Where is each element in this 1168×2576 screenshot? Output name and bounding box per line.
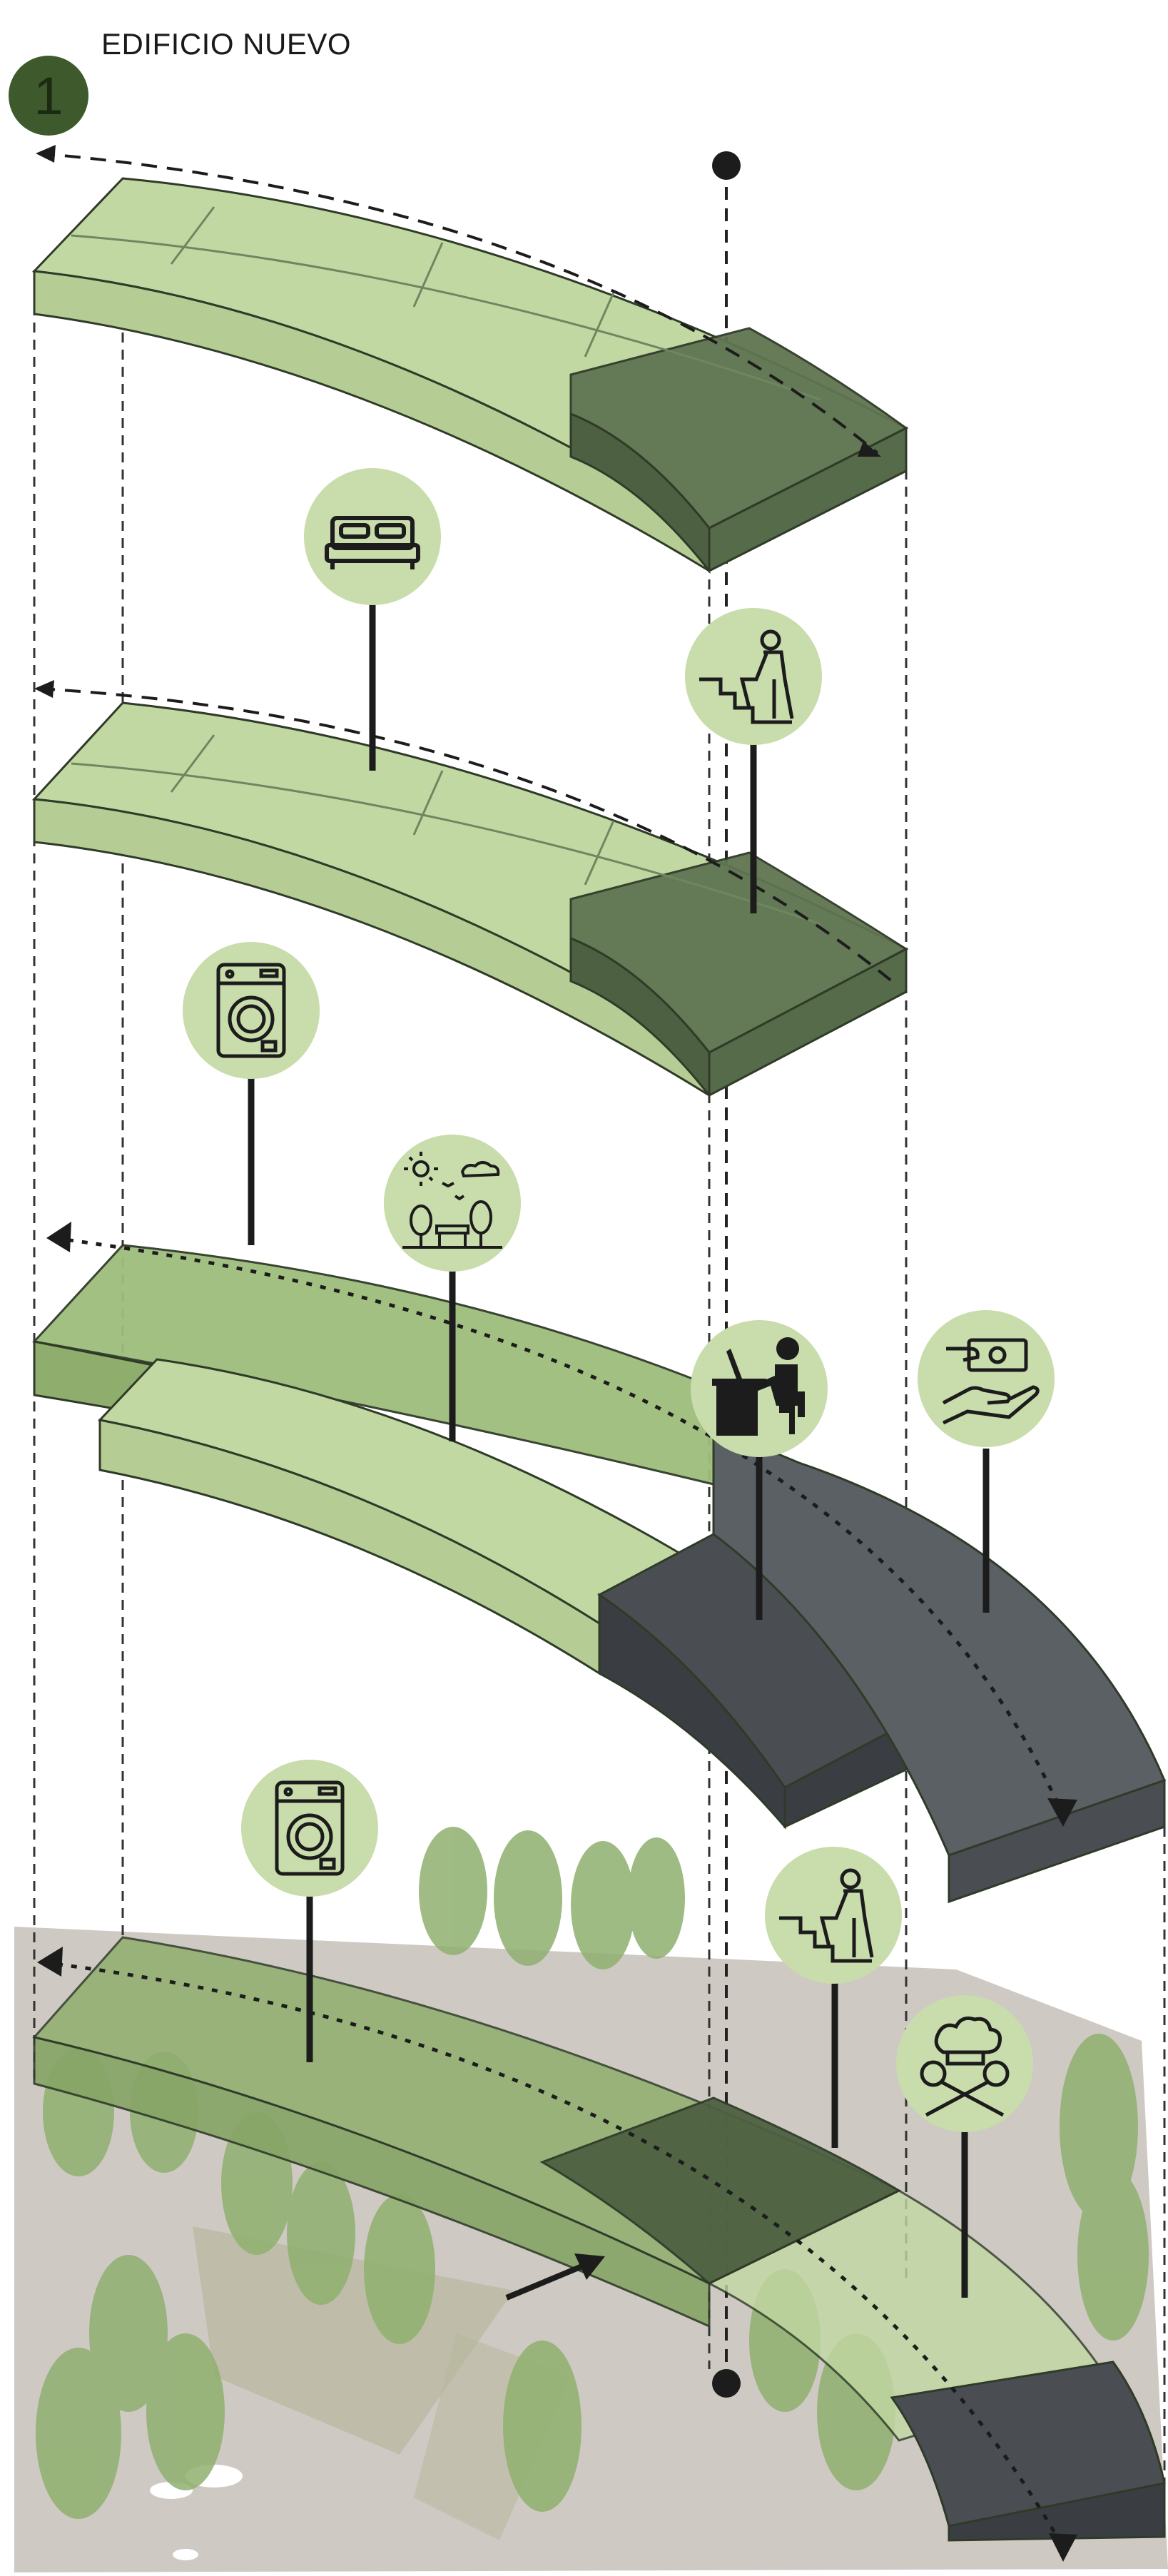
office-desk-icon: [691, 1320, 828, 1457]
first-arrow-head-left: [46, 1222, 71, 1252]
kitchen-chef-icon: [896, 1995, 1033, 2132]
washing-machine-icon-ground: [241, 1760, 378, 1897]
bed-icon: [304, 468, 441, 605]
diagram-title: EDIFICIO NUEVO: [101, 27, 351, 61]
payment-icon: [918, 1310, 1055, 1447]
level-badge: 1: [9, 56, 88, 136]
washing-machine-icon: [183, 942, 320, 1079]
axis-top-dot: [712, 151, 741, 180]
park-icon: [384, 1135, 521, 1272]
stairs-person-icon-ground: [765, 1847, 902, 1984]
top-arrow-head-left: [36, 145, 56, 163]
axis-bottom-dot: [712, 2369, 741, 2398]
level-badge-number: 1: [34, 66, 63, 126]
second-arrow-head-left: [34, 680, 54, 698]
stairs-person-icon: [685, 608, 822, 745]
